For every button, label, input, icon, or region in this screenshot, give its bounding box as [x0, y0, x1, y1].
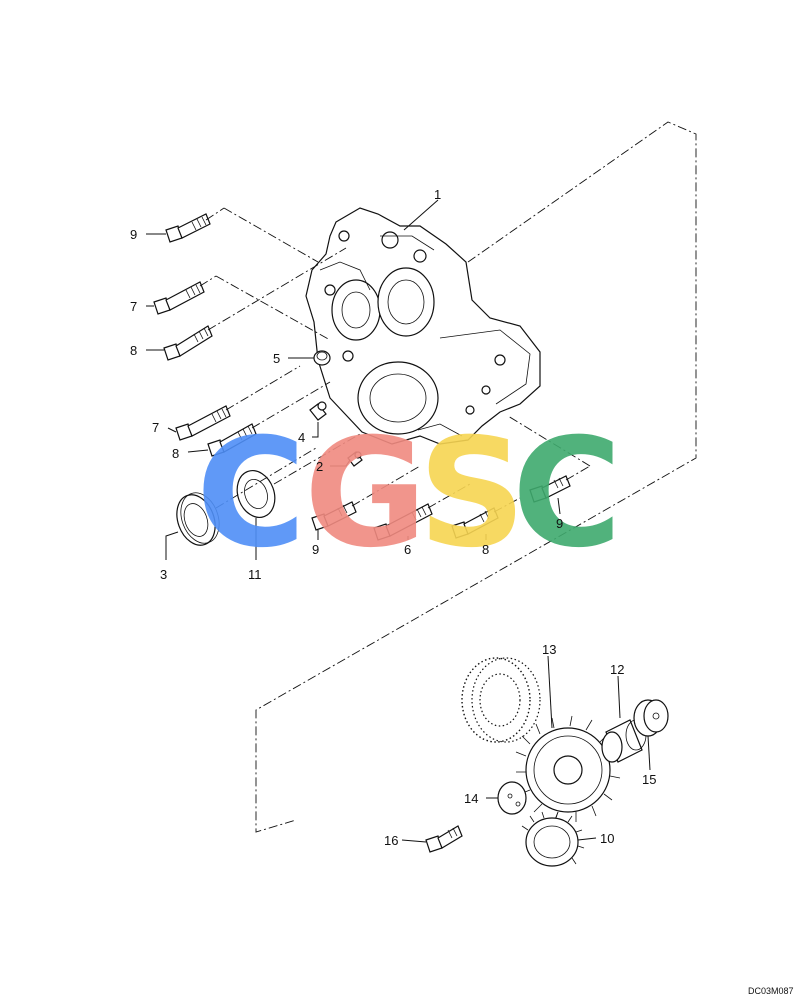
callout-label: 12 — [610, 662, 624, 677]
callout-label: 2 — [316, 459, 323, 474]
callout-label: 9 — [312, 542, 319, 557]
bolt-16 — [425, 825, 463, 853]
callout-label: 14 — [464, 791, 478, 806]
callout-labels: 1 9 7 8 5 7 4 8 2 3 11 9 6 8 9 13 12 15 … — [130, 187, 656, 848]
assembly-boundary — [255, 121, 697, 833]
watermark: C G S C — [196, 407, 622, 581]
bolt-9-right — [529, 475, 571, 503]
bolt-8-lower — [207, 423, 257, 457]
callout-label: 1 — [434, 187, 441, 202]
callout-label: 8 — [482, 542, 489, 557]
watermark-letter: S — [418, 407, 526, 581]
gear-case-housing — [305, 207, 541, 445]
bushing-12 — [601, 719, 647, 763]
bolt-7-lower — [175, 405, 231, 441]
callout-label: 16 — [384, 833, 398, 848]
callout-label: 15 — [642, 772, 656, 787]
watermark-letter: G — [304, 407, 427, 581]
bolt-8-bottom — [451, 507, 499, 539]
pin-2 — [347, 451, 363, 467]
callout-label: 6 — [404, 542, 411, 557]
plate-14 — [497, 781, 527, 815]
leader-lines — [146, 199, 651, 843]
drawing-code: DC03M087 — [748, 986, 794, 996]
projection-lines — [199, 207, 591, 513]
gear-phantom — [461, 657, 541, 743]
callout-label: 8 — [130, 343, 137, 358]
bolt-6 — [373, 503, 433, 541]
callout-label: 3 — [160, 567, 167, 582]
bolt-7-upper — [153, 281, 205, 315]
dowel-4 — [309, 401, 327, 421]
thrust-washer-15 — [633, 699, 669, 737]
callout-label: 7 — [130, 299, 137, 314]
callout-label: 4 — [298, 430, 305, 445]
idler-gear-13 — [515, 715, 621, 823]
callout-label: 7 — [152, 420, 159, 435]
plug-5 — [313, 350, 331, 366]
bolt-9-left — [311, 501, 357, 531]
gear-10 — [521, 811, 585, 867]
bolt-8-upper — [163, 325, 213, 361]
seal-11 — [236, 470, 276, 518]
bolt-9-top — [165, 213, 211, 243]
callout-label: 9 — [556, 516, 563, 531]
callout-label: 11 — [248, 567, 262, 582]
watermark-letter: C — [512, 407, 622, 581]
oil-seal-3 — [176, 492, 220, 546]
watermark-letter: C — [196, 407, 306, 581]
callout-label: 9 — [130, 227, 137, 242]
callout-label: 5 — [273, 351, 280, 366]
callout-label: 8 — [172, 446, 179, 461]
callout-label: 10 — [600, 831, 614, 846]
callout-label: 13 — [542, 642, 556, 657]
